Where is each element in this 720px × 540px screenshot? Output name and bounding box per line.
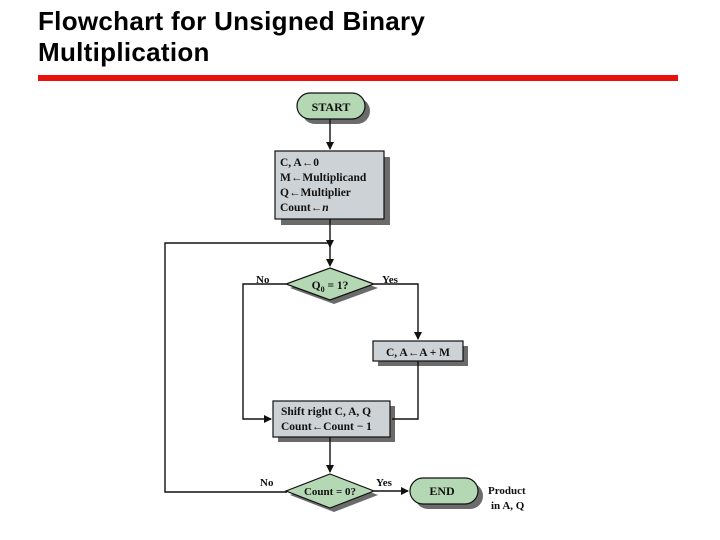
init-line-4-prefix: Count←	[280, 202, 322, 214]
slide-title-line-2: Multiplication	[38, 37, 210, 67]
decision-q0-label: Q0 = 1?	[312, 280, 349, 294]
decision-q0-label-rest: = 1?	[325, 280, 349, 292]
loop-back-line	[164, 242, 330, 493]
decision-count-label: Count = 0?	[304, 486, 356, 498]
decision-q0: Q0 = 1? No Yes	[256, 267, 399, 304]
end-label: END	[429, 484, 455, 498]
decision-count-yes-label: Yes	[376, 477, 393, 489]
decision-q0-yes-label: Yes	[382, 274, 399, 286]
product-note-line-2: in A, Q	[491, 500, 525, 512]
shift-line-2: Count←Count − 1	[281, 421, 372, 433]
shift-line-1: Shift right C, A, Q	[281, 406, 371, 418]
title-underline	[38, 75, 678, 81]
init-line-4-var: n	[322, 202, 328, 214]
decision-q0-no-label: No	[256, 274, 270, 286]
start-terminator: START	[296, 92, 370, 124]
slide-title: Flowchart for Unsigned Binary Multiplica…	[38, 6, 658, 68]
decision-count-no-label: No	[260, 477, 274, 489]
arrow-q0-no-to-shift	[242, 283, 286, 423]
init-line-2: M←Multiplicand	[280, 172, 367, 184]
init-line-4: Count←n	[280, 202, 329, 214]
arrow-q0-yes-to-add	[374, 283, 422, 340]
add-box: C, A←A + M	[372, 340, 468, 366]
init-box: C, A←0 M←Multiplicand Q←Multiplier Count…	[274, 150, 390, 225]
add-label: C, A←A + M	[386, 347, 450, 359]
decision-q0-label-sub: 0	[321, 285, 325, 294]
start-label: START	[312, 100, 351, 114]
decision-q0-label-main: Q	[312, 280, 321, 292]
shift-box: Shift right C, A, Q Count←Count − 1	[272, 400, 395, 442]
slide-title-line-1: Flowchart for Unsigned Binary	[38, 6, 426, 36]
line-add-to-shift	[392, 361, 419, 420]
decision-count: Count = 0? No Yes	[260, 473, 393, 512]
end-terminator: END	[409, 477, 483, 509]
product-note-line-1: Product	[488, 485, 526, 497]
init-line-1: C, A←0	[280, 157, 319, 169]
init-line-3: Q←Multiplier	[280, 187, 351, 199]
